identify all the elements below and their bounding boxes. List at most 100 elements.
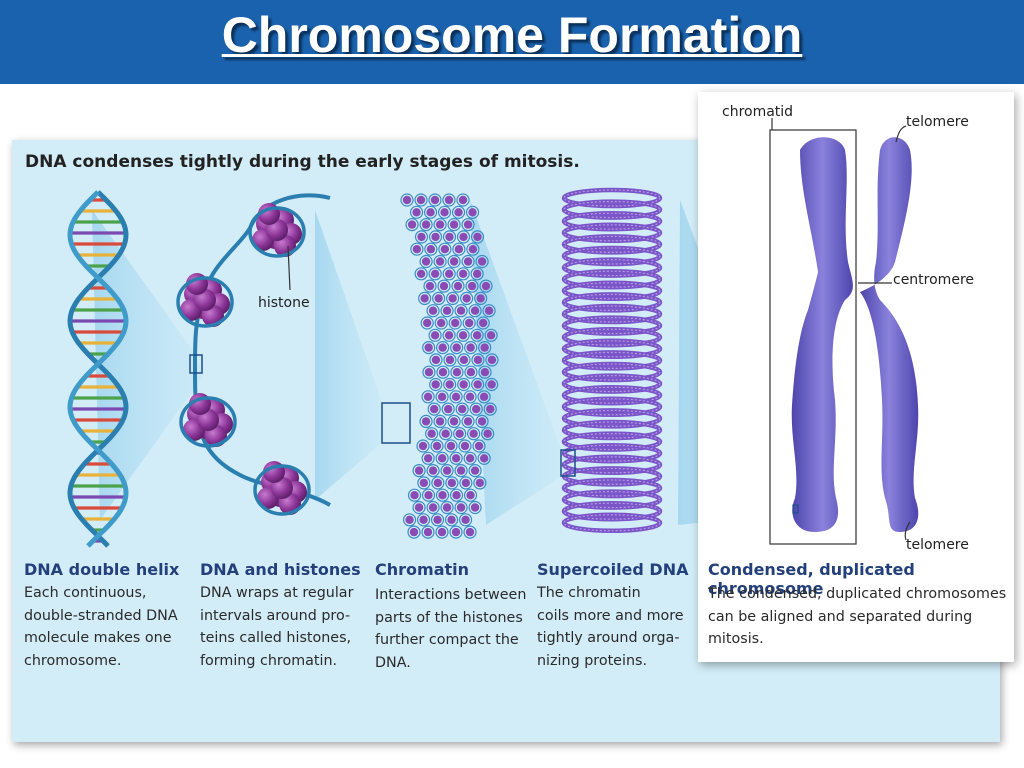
chromatin-nucleosome <box>458 513 473 527</box>
chromatin-nucleosome <box>482 304 496 318</box>
chromatin-nucleosome <box>456 267 470 281</box>
chromatin-nucleosome <box>448 316 462 330</box>
supercoil-loop-detail <box>563 235 661 253</box>
chromatin-nucleosome <box>412 464 426 478</box>
chromatin-nucleosome <box>414 193 428 207</box>
chromatin-nucleosome <box>421 451 435 465</box>
stage-title-histones: DNA and histones <box>200 560 361 579</box>
chromatin-nucleosome <box>421 390 435 404</box>
zoom-box-chromosome <box>792 504 799 514</box>
chromatin-nucleosome <box>467 427 481 441</box>
supercoil-loop-detail <box>563 398 661 416</box>
zoom-box-supercoil <box>560 449 576 477</box>
chromatin-nucleosome <box>412 500 426 515</box>
chromatin-nucleosome <box>416 439 430 453</box>
chromatin-nucleosome <box>479 279 493 293</box>
chromatin-nucleosome <box>433 414 447 428</box>
chromatin-nucleosome <box>473 476 487 490</box>
chromatin-nucleosome <box>429 353 443 367</box>
chromatin-nucleosome <box>416 513 431 527</box>
chromatin-nucleosome <box>425 427 439 441</box>
nucleosome <box>179 393 237 448</box>
chromatin-nucleosome <box>422 365 436 379</box>
chromatin-nucleosome <box>466 242 480 256</box>
chromatin-nucleosome <box>439 427 453 441</box>
chromatin-nucleosome <box>429 377 443 392</box>
supercoil-loop-detail <box>563 491 661 509</box>
chromatin-nucleosome <box>477 390 491 404</box>
chromatin-nucleosome <box>426 464 440 478</box>
chromatin-nucleosome <box>454 500 468 515</box>
chromatin-nucleosome <box>432 291 446 305</box>
chromatin-nucleosome <box>471 353 485 367</box>
chromatin-nucleosome <box>449 390 463 404</box>
chromatin-nucleosome <box>440 464 454 478</box>
chromatin-nucleosome <box>438 242 452 256</box>
chromatin-nucleosome <box>435 390 449 404</box>
supercoil-loop-detail <box>563 409 661 427</box>
chromatin-nucleosome <box>428 193 442 207</box>
supercoil-loop-detail <box>563 351 661 369</box>
chromatin-nucleosome <box>447 254 461 269</box>
chromatin-nucleosome <box>444 439 458 453</box>
chromatid-outline-box <box>769 129 857 545</box>
chromatin-nucleosome <box>485 353 499 367</box>
chromatin-nucleosome <box>478 365 492 379</box>
stage-body-supercoiled: The chromatin coils more and more tightl… <box>537 585 684 669</box>
chromatin-nucleosome <box>453 427 467 441</box>
supercoil-loop-detail <box>563 363 661 381</box>
supercoil-loop-detail <box>563 282 661 300</box>
chromatin-nucleosome <box>445 476 459 490</box>
stage-body-dna-helix: Each continuous, double-stranded DNA mol… <box>24 585 178 669</box>
chromatin-nucleosome <box>400 193 414 207</box>
chromatin-nucleosome <box>421 525 435 539</box>
chromatin-nucleosome <box>470 230 485 244</box>
supercoil-loop-detail <box>563 212 661 230</box>
telomere-bottom-label: telomere <box>906 537 969 553</box>
zoom-box-histone <box>189 354 203 374</box>
nucleosome <box>253 461 311 516</box>
figure-header: DNA condenses tightly during the early s… <box>25 152 580 172</box>
stage-body-histones: DNA wraps at regular intervals around pr… <box>200 585 354 669</box>
dna-double-helix <box>67 190 129 548</box>
chromatin-nucleosome <box>433 254 447 269</box>
chromatin-nucleosome <box>483 402 497 416</box>
chromatin-nucleosome <box>463 451 477 465</box>
chromatin-nucleosome <box>422 341 436 355</box>
chromatin-nucleosome <box>443 353 457 367</box>
chromatin-nucleosome <box>457 353 471 367</box>
dna-strand <box>67 190 129 548</box>
supercoil-loop-detail <box>563 305 661 323</box>
chromatid-label: chromatid <box>722 104 794 120</box>
supercoil-loop-detail <box>563 421 661 439</box>
zoom-beam-1 <box>92 210 204 520</box>
chromatin-nucleosome <box>419 254 433 269</box>
telomere-top-label: telomere <box>906 114 969 130</box>
chromatin-nucleosome <box>424 242 438 256</box>
chromatin-nucleosome <box>440 304 454 318</box>
chromatin-nucleosome <box>420 316 434 330</box>
supercoil-loop-detail <box>563 386 661 404</box>
supercoil-loop-detail <box>563 502 661 520</box>
chromatin-nucleosome <box>442 230 457 244</box>
supercoil-loop-detail <box>563 340 661 358</box>
chromatin-nucleosome <box>481 427 495 441</box>
chromatin-nucleosome <box>437 279 451 293</box>
right-chromatid <box>860 137 919 532</box>
supercoil-loop-detail <box>563 293 661 311</box>
chromatin-nucleosome <box>465 279 479 293</box>
chromatin-nucleosome <box>451 279 465 293</box>
chromatin-nucleosome <box>452 242 466 256</box>
chromatin-nucleosome <box>464 341 478 355</box>
chromatin-nucleosome <box>417 476 431 490</box>
stage-title-chromosome: Condensed, duplicated chromosome <box>708 560 915 598</box>
supercoiled-dna <box>561 187 663 534</box>
chromatin-nucleosome <box>474 291 488 305</box>
chromatin-nucleosome <box>463 488 478 502</box>
chromatin-nucleosome <box>435 451 449 465</box>
left-chromatid <box>791 137 853 532</box>
chromatin-nucleosome <box>454 304 468 318</box>
chromatin-nucleosome <box>468 464 482 478</box>
